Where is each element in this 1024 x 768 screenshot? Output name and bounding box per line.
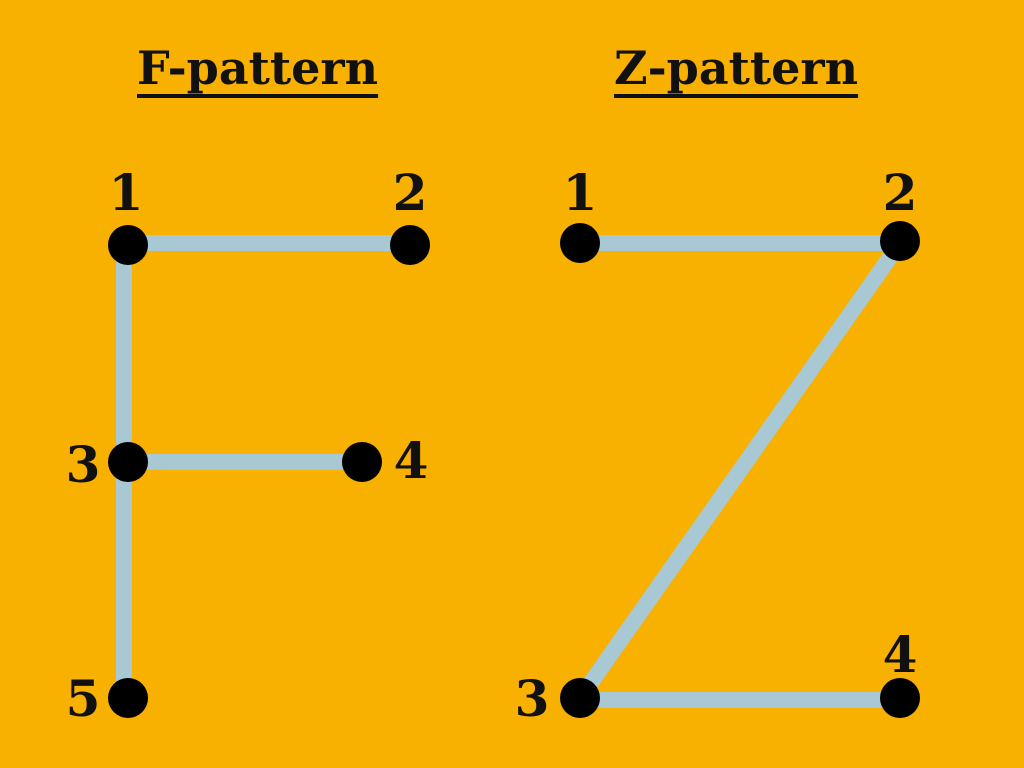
z-line-2-3 [573, 238, 907, 703]
f-dot-4 [342, 442, 382, 482]
z-dot-4 [880, 678, 920, 718]
f-label-4: 4 [394, 431, 429, 490]
f-dot-1 [108, 225, 148, 265]
z-dot-1 [560, 223, 600, 263]
f-dot-2 [390, 225, 430, 265]
z-pattern-title: Z-pattern [614, 41, 859, 95]
z-label-1: 1 [563, 163, 598, 222]
z-label-2: 2 [883, 163, 918, 222]
f-dot-5 [108, 678, 148, 718]
z-label-4: 4 [883, 625, 918, 684]
f-label-1: 1 [109, 163, 144, 222]
z-pattern-dots [560, 221, 920, 718]
f-label-2: 2 [393, 163, 428, 222]
z-pattern-labels: 1 2 3 4 [515, 163, 918, 728]
f-label-3: 3 [66, 435, 101, 494]
f-pattern-labels: 1 2 3 4 5 [66, 163, 429, 728]
f-pattern-dots [108, 225, 430, 718]
z-label-3: 3 [515, 669, 550, 728]
z-dot-2 [880, 221, 920, 261]
z-dot-3 [560, 678, 600, 718]
f-dot-3 [108, 442, 148, 482]
z-pattern-lines [573, 235, 907, 708]
f-pattern-title: F-pattern [137, 41, 379, 95]
f-label-5: 5 [66, 669, 101, 728]
